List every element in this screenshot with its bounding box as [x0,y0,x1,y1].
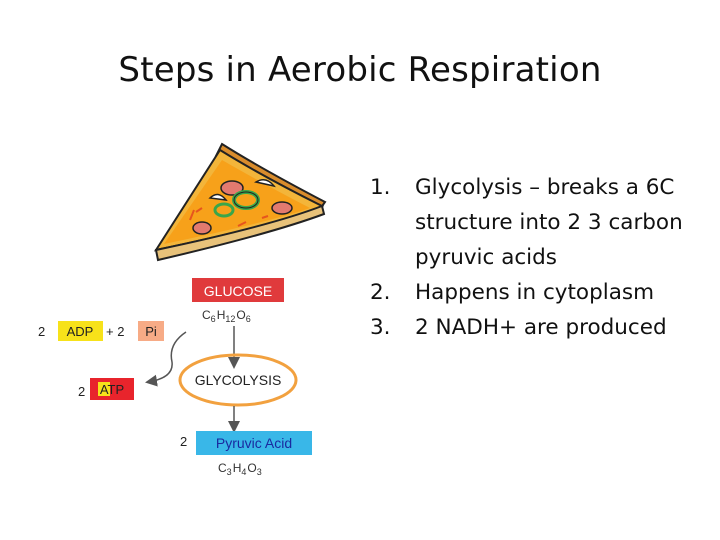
step-number: 3. [370,315,391,340]
glycolysis-diagram: GLUCOSE C6H12O6 2 ADP + 2 Pi 2 ATP GLYCO… [38,278,312,477]
glycolysis-label: GLYCOLYSIS [195,372,282,388]
plus-two: + 2 [106,324,124,339]
step-number: 1. [370,175,391,200]
step-text: Happens in cytoplasm [415,280,655,305]
pizza-slice-image [153,142,327,262]
pyruvic-box [196,431,312,455]
steps-list: 1. Glycolysis – breaks a 6C structure in… [370,170,710,345]
glucose-label: GLUCOSE [204,283,272,299]
adp-box [58,321,103,341]
atp-coefficient: 2 [78,384,85,399]
step-text: Glycolysis – breaks a 6C structure into … [415,175,683,270]
step-text: 2 NADH+ are produced [415,315,667,340]
glycolysis-ring [178,353,298,407]
adp-coefficient: 2 [38,324,45,339]
step-item: 2. Happens in cytoplasm [370,275,710,310]
glucose-box [192,278,284,302]
step-number: 2. [370,280,391,305]
pyruvic-formula: C3H4O3 [218,461,262,477]
pyruvic-coefficient: 2 [180,434,187,449]
step-item: 3. 2 NADH+ are produced [370,310,710,345]
pyruvic-label: Pyruvic Acid [216,435,292,451]
step-item: 1. Glycolysis – breaks a 6C structure in… [370,170,710,275]
pi-label: Pi [145,324,157,339]
slide-title: Steps in Aerobic Respiration [118,50,602,90]
atp-arrow [145,331,187,387]
atp-label: ATP [100,382,124,397]
adp-label: ADP [67,324,94,339]
glucose-formula: C6H12O6 [202,308,251,324]
pi-box [138,321,164,341]
